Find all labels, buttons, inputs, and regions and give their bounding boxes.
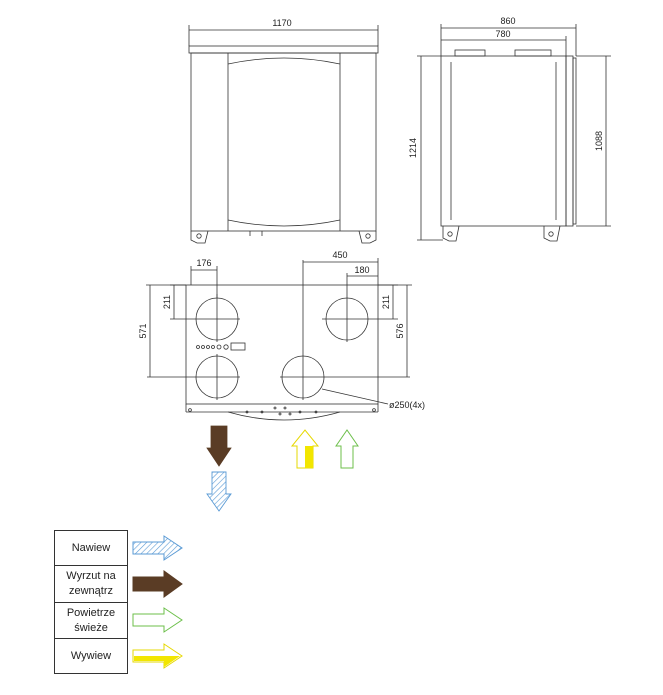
airflow-arrows [206, 425, 359, 512]
dimension-labels: 1170 860 780 1214 1088 176 211 571 450 1… [138, 16, 604, 410]
dim-211-left: 211 [162, 295, 172, 309]
dim-duct-diameter: ø250(4x) [389, 400, 425, 410]
dim-576: 576 [395, 323, 405, 338]
dim-side-inner-width: 780 [495, 29, 510, 39]
dim-side-height: 1088 [594, 131, 604, 151]
dim-176: 176 [196, 258, 211, 268]
dim-front-width: 1170 [272, 18, 291, 28]
dim-450: 450 [332, 250, 347, 260]
supply-arrow-down [206, 471, 232, 512]
legend-arrow-exhaust [132, 570, 183, 598]
dim-211-right: 211 [381, 295, 391, 309]
dim-180: 180 [354, 265, 369, 275]
legend-label-exhaust: Wyrzut na zewnątrz [54, 565, 128, 603]
dim-front-height: 1214 [408, 138, 418, 158]
legend-label-extract: Wywiew [54, 638, 128, 674]
fresh-arrow-up [335, 429, 359, 469]
dim-571: 571 [138, 323, 148, 338]
top-view [146, 258, 412, 421]
legend-arrow-supply [132, 535, 183, 561]
legend-label-supply: Nawiew [54, 530, 128, 566]
extract-arrow-fill [305, 446, 313, 468]
dim-side-width: 860 [500, 16, 515, 26]
legend-arrow-fresh [132, 607, 183, 633]
front-view [188, 25, 379, 244]
side-view [417, 24, 611, 242]
exhaust-arrow-down [206, 425, 232, 467]
legend-arrow-extract [132, 643, 183, 669]
legend-label-fresh: Powietrze świeże [54, 602, 128, 639]
